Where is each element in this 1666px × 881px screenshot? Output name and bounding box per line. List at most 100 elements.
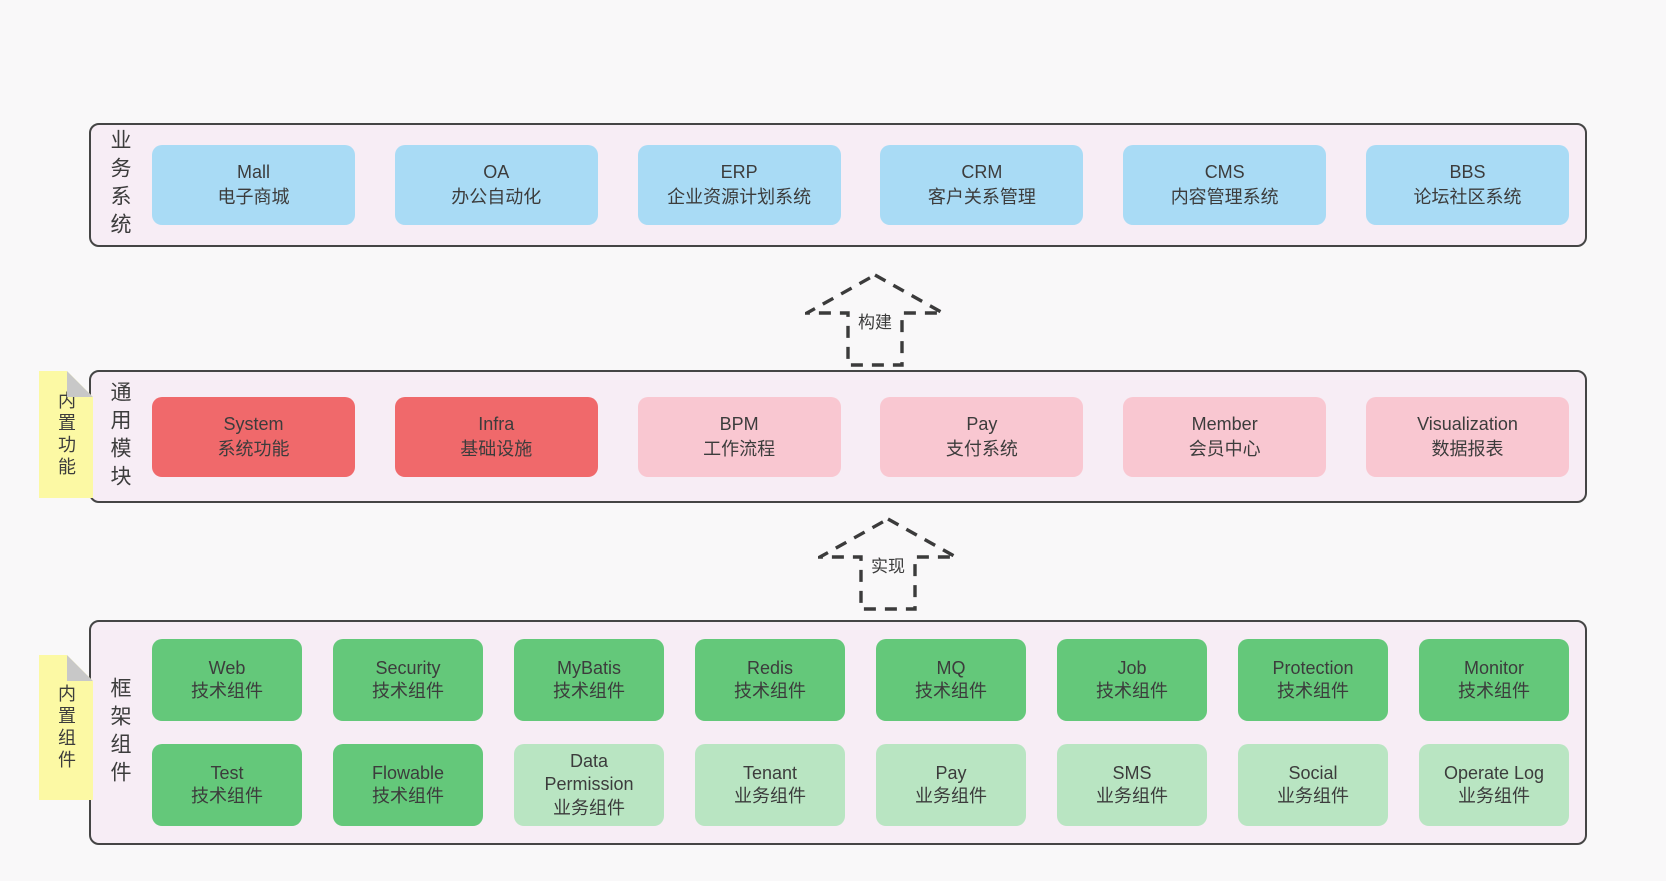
box-desc: 业务组件	[553, 797, 625, 818]
box-desc: 技术组件	[372, 681, 444, 701]
box-name: Test	[210, 762, 244, 783]
builtin-components-tag-label: 内置组件	[56, 683, 76, 772]
components-row-1: Web 技术组件 Security 技术组件 MyBatis 技术组件	[152, 639, 1569, 721]
box-name: BPM	[719, 413, 759, 434]
box-monitor: Monitor 技术组件	[1419, 639, 1569, 721]
box-desc: 业务组件	[1458, 786, 1530, 806]
box-bbs: BBS 论坛社区系统	[1365, 145, 1569, 225]
box-name: Flowable	[371, 762, 445, 783]
build-arrow-label: 构建	[855, 312, 895, 334]
box-name: MyBatis	[556, 657, 621, 678]
box-name: OA	[483, 162, 510, 183]
box-name: ERP	[720, 162, 758, 183]
box-desc: 电子商城	[217, 187, 290, 207]
box-mq: MQ 技术组件	[876, 639, 1026, 721]
box-desc: 工作流程	[703, 438, 776, 459]
box-name: Pay	[935, 762, 967, 783]
box-desc: 业务组件	[1096, 786, 1168, 806]
box-desc: 客户关系管理	[927, 187, 1036, 207]
builtin-components-tag: 内置组件	[39, 655, 93, 800]
box-job: Job 技术组件	[1057, 639, 1207, 721]
box-desc: 技术组件	[372, 786, 444, 806]
box-erp: ERP 企业资源计划系统	[637, 145, 841, 225]
up-arrow-icon	[805, 273, 945, 367]
box-social: Social 业务组件	[1238, 744, 1388, 826]
box-desc: 技术组件	[1277, 681, 1349, 701]
box-desc: 论坛社区系统	[1413, 187, 1522, 207]
build-arrow: 构建	[805, 272, 945, 368]
box-name: Redis	[746, 657, 794, 678]
box-desc: 技术组件	[1096, 681, 1168, 701]
box-security: Security 技术组件	[333, 639, 483, 721]
box-desc: 企业资源计划系统	[667, 187, 812, 207]
box-name: System	[223, 413, 284, 434]
common-modules-panel: 通用模块 System 系统功能 Infra 基础设施 BPM 工作流程	[89, 370, 1587, 503]
box-desc: 数据报表	[1431, 438, 1504, 459]
business-systems-row: Mall 电子商城 OA 办公自动化 ERP 企业资源计划系统 CRM 客户关系…	[152, 125, 1569, 245]
box-name: Mall	[236, 162, 270, 183]
box-name: Member	[1191, 413, 1258, 434]
box-desc: 业务组件	[915, 786, 987, 806]
box-data-permission: Data Permission 业务组件	[514, 744, 664, 826]
box-name: Tenant	[742, 762, 798, 783]
box-desc: 业务组件	[734, 786, 806, 806]
box-oa: OA 办公自动化	[394, 145, 598, 225]
components-panel-label: 框架组件	[108, 676, 131, 789]
box-web: Web 技术组件	[152, 639, 302, 721]
box-infra: Infra 基础设施	[394, 396, 598, 477]
box-name: CRM	[961, 162, 1003, 183]
common-modules-row: System 系统功能 Infra 基础设施 BPM 工作流程 Pay 支付系统	[152, 372, 1569, 501]
implement-arrow-label: 实现	[868, 556, 908, 578]
box-visualization: Visualization 数据报表	[1365, 396, 1569, 477]
box-tenant: Tenant 业务组件	[695, 744, 845, 826]
box-desc: 支付系统	[945, 438, 1018, 459]
box-pay: Pay 支付系统	[880, 396, 1084, 477]
box-desc: 系统功能	[217, 438, 290, 459]
box-redis: Redis 技术组件	[695, 639, 845, 721]
box-desc: 技术组件	[734, 681, 806, 701]
box-flowable: Flowable 技术组件	[333, 744, 483, 826]
box-crm: CRM 客户关系管理	[880, 145, 1084, 225]
box-cms: CMS 内容管理系统	[1123, 145, 1327, 225]
box-desc: 业务组件	[1277, 786, 1349, 806]
box-name: Pay	[966, 413, 998, 434]
box-name: Social	[1288, 762, 1338, 783]
box-desc: 办公自动化	[451, 187, 542, 207]
components-row-2: Test 技术组件 Flowable 技术组件 Data Permission …	[152, 744, 1569, 826]
box-desc: 技术组件	[553, 681, 625, 701]
box-name: Job	[1117, 657, 1147, 678]
box-name: Security	[375, 657, 441, 678]
box-test: Test 技术组件	[152, 744, 302, 826]
box-name: CMS	[1204, 162, 1245, 183]
box-name: Monitor	[1463, 657, 1525, 678]
box-name: Data Permission	[544, 750, 634, 795]
box-name: Visualization	[1417, 413, 1518, 434]
box-pay: Pay 业务组件	[876, 744, 1026, 826]
box-member: Member 会员中心	[1123, 396, 1327, 477]
modules-panel-label: 通用模块	[108, 380, 131, 493]
box-mybatis: MyBatis 技术组件	[514, 639, 664, 721]
business-systems-panel: 业务系统 Mall 电子商城 OA 办公自动化 ERP 企业资源计划系统	[89, 123, 1587, 247]
up-arrow-icon	[818, 517, 958, 611]
box-name: Protection	[1272, 657, 1354, 678]
box-desc: 技术组件	[191, 681, 263, 701]
box-name: Web	[208, 657, 246, 678]
box-system: System 系统功能	[152, 396, 355, 477]
box-name: SMS	[1112, 762, 1152, 783]
box-bpm: BPM 工作流程	[637, 396, 841, 477]
implement-arrow: 实现	[818, 516, 958, 612]
box-name: MQ	[936, 657, 966, 678]
box-desc: 会员中心	[1188, 438, 1261, 459]
framework-components-rows: Web 技术组件 Security 技术组件 MyBatis 技术组件	[152, 622, 1569, 843]
box-desc: 内容管理系统	[1170, 187, 1279, 207]
box-name: BBS	[1449, 162, 1486, 183]
box-mall: Mall 电子商城	[152, 145, 355, 225]
box-name: Operate Log	[1443, 762, 1545, 783]
box-name: Infra	[478, 413, 515, 434]
box-operate-log: Operate Log 业务组件	[1419, 744, 1569, 826]
box-sms: SMS 业务组件	[1057, 744, 1207, 826]
business-panel-label: 业务系统	[108, 129, 131, 241]
box-desc: 技术组件	[191, 786, 263, 806]
framework-components-panel: 框架组件 Web 技术组件 Security 技术组件 MyBatis	[89, 620, 1587, 845]
